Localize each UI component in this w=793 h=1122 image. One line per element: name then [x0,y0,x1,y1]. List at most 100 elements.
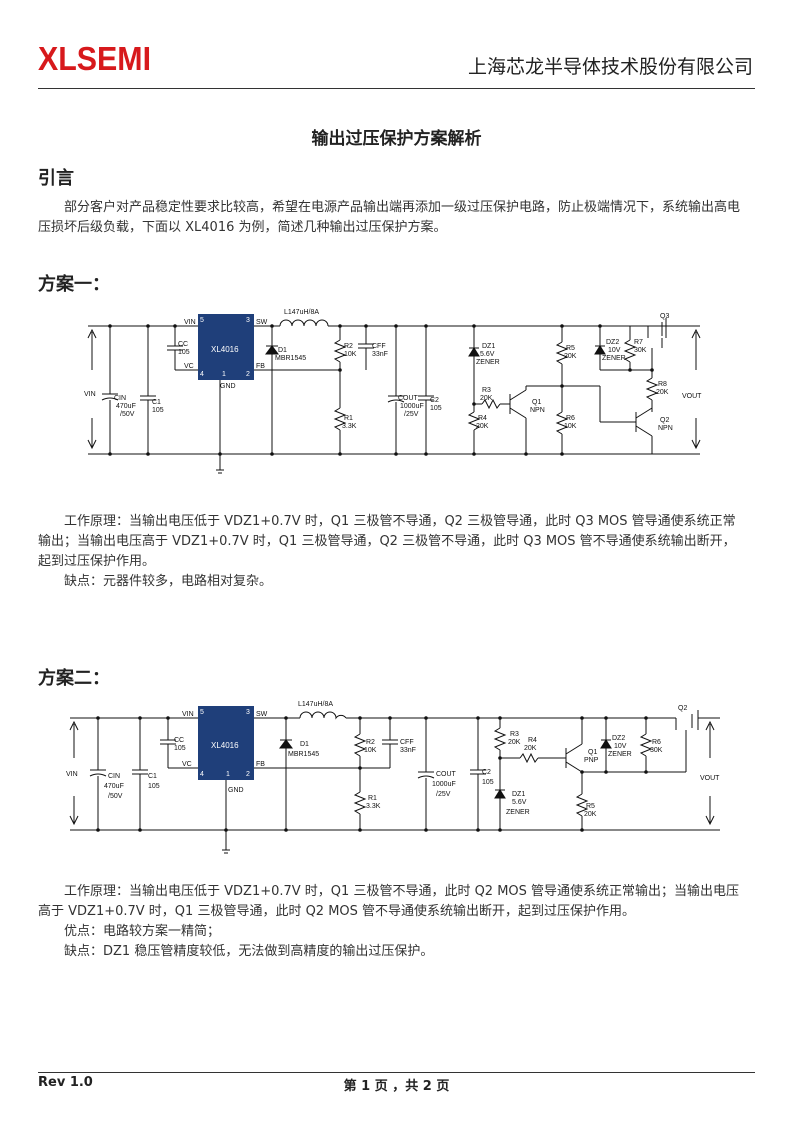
r8-label: R8 [658,381,667,388]
dz2-label: DZ2 [606,339,619,346]
intro-line-2: 压损坏后级负载，下面以 XL4016 为例，简述几种输出过压保护方案。 [38,220,447,235]
scheme2-description: 工作原理：当输出电压低于 VDZ1+0.7V 时，Q1 三极管不导通，此时 Q2… [38,882,754,962]
dz1-value: 5.6V [512,799,527,806]
scheme2-heading: 方案二： [38,668,110,689]
c1-label: C1 [152,399,161,406]
pin-2: 2 [246,371,250,378]
r4-label: R4 [478,415,487,422]
q2-label: Q2 [660,417,669,424]
c2-label: C2 [482,769,491,776]
dz1-value: 5.6V [480,351,495,358]
cff-value: 33nF [372,351,388,358]
q1-label: Q1 [588,749,597,756]
pin-vin-label: VIN [184,319,196,326]
intro-heading: 引言 [38,168,74,189]
pin-fb-label: FB [256,761,265,768]
scheme2-line-2: 高于 VDZ1+0.7V 时，Q1 三极管导通，此时 Q2 MOS 管不导通使系… [38,904,636,919]
cff-value: 33nF [400,747,416,754]
r4-label: R4 [528,737,537,744]
vin-label: VIN [66,771,78,778]
q1-label: Q1 [532,399,541,406]
pin-4: 4 [200,371,204,378]
pin-vin-label: VIN [182,711,194,718]
q2-label: Q2 [678,705,687,712]
dz2-type: ZENER [608,751,632,758]
scheme2-circuit-diagram: XL4016 5 3 4 1 2 VIN SW VC FB GND L147uH… [66,701,720,854]
pin-5: 5 [200,317,204,324]
dz1-type: ZENER [476,359,500,366]
cin-value: 470uF [116,403,136,410]
c1-value: 105 [148,783,160,790]
scheme1-cons: 缺点：元器件较多，电路相对复杂。 [64,574,273,589]
r1-label: R1 [368,795,377,802]
d1-part-label: MBR1545 [275,355,306,362]
cout-voltage: /25V [404,411,419,418]
r4-value: 20K [524,745,537,752]
r7-label: R7 [634,339,643,346]
vout-label: VOUT [682,393,702,400]
r2-label: R2 [344,343,353,350]
r6-value: 30K [650,747,663,754]
scheme1-line-2: 输出；当输出电压高于 VDZ1+0.7V 时，Q1 三极管导通，Q2 三极管不导… [38,534,736,549]
inductor-label: L147uH/8A [298,701,333,708]
cout-value: 1000uF [400,403,424,410]
pin-2: 2 [246,771,250,778]
scheme2-line-1: 工作原理：当输出电压低于 VDZ1+0.7V 时，Q1 三极管不导通，此时 Q2… [64,884,740,899]
q1-type: NPN [530,407,545,414]
r7-value: 30K [634,347,647,354]
cff-label: CFF [400,739,414,746]
d1-label: D1 [300,741,309,748]
pin-vc-label: VC [182,761,192,768]
document-title: 输出过压保护方案解析 [311,129,482,149]
cin-value: 470uF [104,783,124,790]
vin-label: VIN [84,391,96,398]
cin-voltage: /50V [108,793,123,800]
dz2-label: DZ2 [612,735,625,742]
scheme1-circuit-diagram: XL4016 5 3 4 1 2 VIN SW VC FB GND L147uH… [84,309,702,474]
cout-value: 1000uF [432,781,456,788]
revision-label: Rev 1.0 [38,1075,93,1090]
c1-label: C1 [148,773,157,780]
header-divider [38,88,755,89]
pin-5: 5 [200,709,204,716]
scheme1-ic-label: XL4016 [211,345,239,354]
r5-value: 20K [584,811,597,818]
r5-label: R5 [586,803,595,810]
r3-label: R3 [482,387,491,394]
dz2-type: ZENER [602,355,626,362]
r2-value: 10K [364,747,377,754]
intro-line-1: 部分客户对产品稳定性要求比较高，希望在电源产品输出端再添加一级过压保护电路，防止… [64,200,741,215]
c1-value: 105 [152,407,164,414]
r2-value: 10K [344,351,357,358]
intro-paragraph: 部分客户对产品稳定性要求比较高，希望在电源产品输出端再添加一级过压保护电路，防止… [38,198,754,238]
page-number: 第 1 页 ，共 2 页 [343,1079,450,1094]
q1-type: PNP [584,757,599,764]
cin-label: CIN [114,395,126,402]
vout-label: VOUT [700,775,720,782]
r6-label: R6 [652,739,661,746]
scheme1-description: 工作原理：当输出电压低于 VDZ1+0.7V 时，Q1 三极管不导通，Q2 三极… [38,512,754,592]
cout-voltage: /25V [436,791,451,798]
r5-value: 20K [564,353,577,360]
cff-label: CFF [372,343,386,350]
scheme2-ic-label: XL4016 [211,741,239,750]
inductor-label: L147uH/8A [284,309,319,316]
pin-sw-label: SW [256,711,268,718]
r6-label: R6 [566,415,575,422]
cout-label: COUT [436,771,457,778]
scheme1-ic-block [198,314,254,380]
pin-vc-label: VC [184,363,194,370]
dz1-type: ZENER [506,809,530,816]
d1-label: D1 [278,347,287,354]
dz1-label: DZ1 [512,791,525,798]
r6-value: 10K [564,423,577,430]
r3-label: R3 [510,731,519,738]
scheme1-line-1: 工作原理：当输出电压低于 VDZ1+0.7V 时，Q1 三极管不导通，Q2 三极… [64,514,736,529]
r3-value: 20K [480,395,493,402]
r2-label: R2 [366,739,375,746]
pin-fb-label: FB [256,363,265,370]
scheme2-pros: 优点：电路较方案一精简； [64,924,221,939]
r8-value: 20K [656,389,669,396]
r1-value: 3.3K [342,423,357,430]
cc-label: CC [174,737,184,744]
